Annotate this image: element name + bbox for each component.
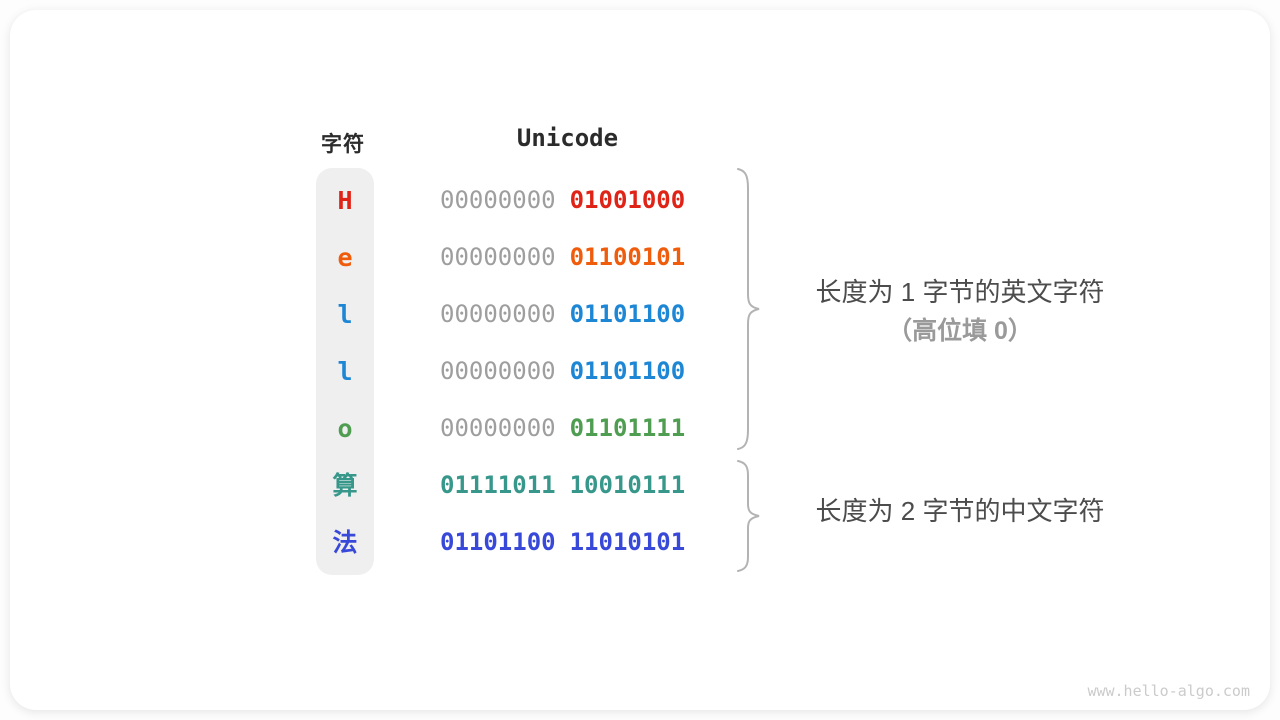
character-cell: l — [337, 357, 353, 386]
unicode-binary: 00000000 01101111 — [440, 400, 685, 457]
table-row: o 00000000 01101111 — [10, 400, 1270, 457]
watermark: www.hello-algo.com — [1087, 682, 1250, 700]
unicode-binary: 01111011 10010111 — [440, 457, 685, 514]
curly-brace-chinese-icon — [737, 460, 760, 572]
curly-brace-english-path — [737, 168, 760, 450]
low-byte: 10010111 — [569, 471, 686, 499]
annotation-english-line1: 长度为 1 字节的英文字符 — [815, 277, 1105, 307]
high-byte: 00000000 — [440, 357, 556, 385]
annotation-chinese: 长度为 2 字节的中文字符 — [815, 496, 1105, 526]
table-row: 法 01101100 11010101 — [10, 514, 1270, 571]
high-byte: 01111011 — [440, 471, 556, 499]
char-column-header: 字符 — [321, 133, 365, 156]
curly-brace-english-icon — [737, 168, 760, 450]
high-byte: 00000000 — [440, 414, 556, 442]
unicode-binary: 00000000 01100101 — [440, 229, 685, 286]
high-byte: 01101100 — [440, 528, 556, 556]
low-byte: 01101100 — [569, 357, 686, 385]
low-byte: 01101111 — [569, 414, 686, 442]
table-row: l 00000000 01101100 — [10, 343, 1270, 400]
unicode-column-header: Unicode — [516, 124, 619, 152]
low-byte: 01001000 — [569, 186, 686, 214]
table-row: 算 01111011 10010111 — [10, 457, 1270, 514]
low-byte: 01100101 — [569, 243, 686, 271]
table-row: H 00000000 01001000 — [10, 172, 1270, 229]
character-cell: l — [337, 300, 353, 329]
curly-brace-chinese-path — [737, 460, 760, 572]
annotation-english: 长度为 1 字节的英文字符 （高位填 0） — [780, 272, 1140, 350]
character-cell: e — [337, 243, 353, 272]
card: 字符 Unicode H 00000000 01001000 e 00000000… — [10, 10, 1270, 710]
unicode-binary: 01101100 11010101 — [440, 514, 685, 571]
high-byte: 00000000 — [440, 243, 556, 271]
annotation-english-line2: （高位填 0） — [887, 317, 1033, 345]
unicode-binary: 00000000 01001000 — [440, 172, 685, 229]
table-row: l 00000000 01101100 — [10, 286, 1270, 343]
character-cell: 法 — [332, 528, 358, 557]
unicode-binary: 00000000 01101100 — [440, 343, 685, 400]
character-cell: H — [337, 186, 353, 215]
character-cell: o — [337, 414, 353, 443]
table-row: e 00000000 01100101 — [10, 229, 1270, 286]
high-byte: 00000000 — [440, 186, 556, 214]
unicode-binary: 00000000 01101100 — [440, 286, 685, 343]
high-byte: 00000000 — [440, 300, 556, 328]
low-byte: 01101100 — [569, 300, 686, 328]
character-cell: 算 — [332, 471, 358, 500]
char-column-background — [316, 168, 374, 575]
low-byte: 11010101 — [569, 528, 686, 556]
